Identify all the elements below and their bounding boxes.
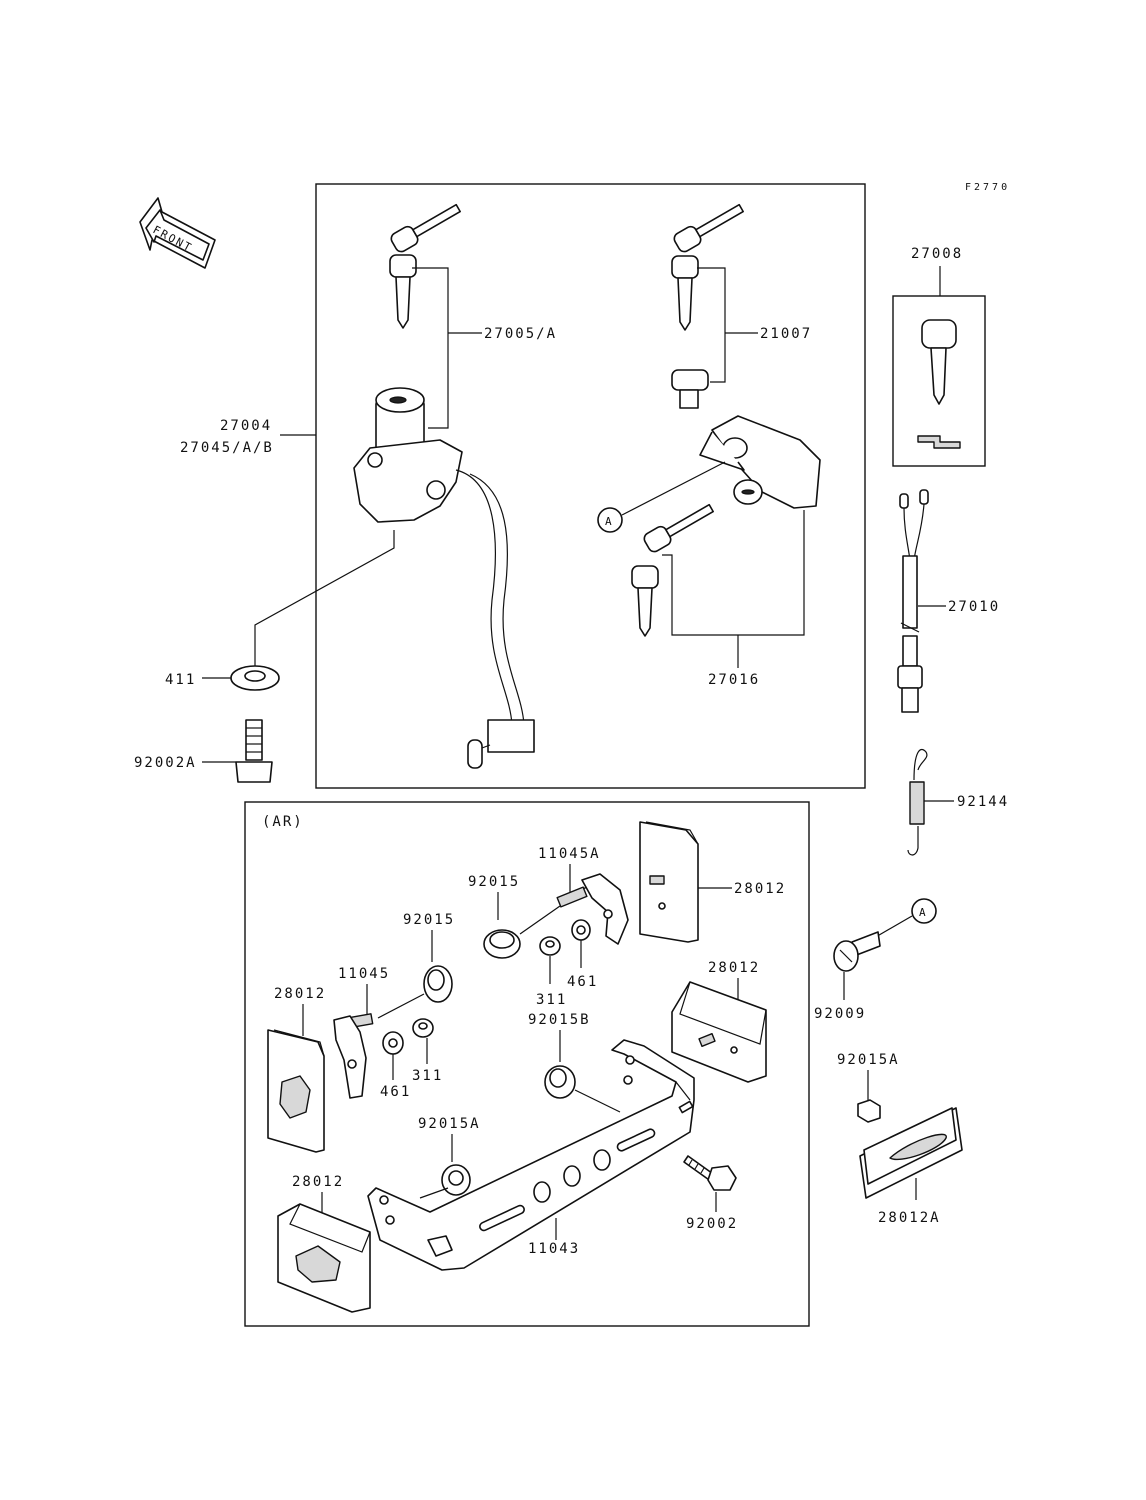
bracket-11045-icon	[333, 1013, 374, 1099]
front-arrow-icon: FRONT	[139, 197, 216, 269]
key-blank-27008-box	[892, 295, 986, 467]
label-27016: 27016	[708, 672, 760, 688]
figure-code: F2770	[965, 182, 1010, 193]
label-11045: 11045	[338, 966, 390, 982]
label-92002a: 92002A	[134, 755, 197, 771]
bracket-11043-icon	[367, 1039, 695, 1271]
label-311-b: 311	[412, 1068, 443, 1084]
label-28012-left: 28012	[274, 986, 326, 1002]
label-92009: 92009	[814, 1006, 866, 1022]
washer-461-a-icon	[571, 919, 591, 941]
washer-461-b-icon	[382, 1031, 404, 1055]
bolt-92002-icon	[683, 1155, 737, 1191]
nut-92015-a-icon	[483, 929, 521, 959]
label-461-a: 461	[567, 974, 598, 990]
screw-92009-icon	[833, 931, 881, 972]
label-28012-bottom: 28012	[292, 1174, 344, 1190]
nut-92015a-in-icon	[441, 1164, 471, 1196]
label-92015a-right: 92015A	[837, 1052, 900, 1068]
nut-92015a-right-icon	[857, 1099, 881, 1123]
nut-311-a-icon	[539, 936, 561, 956]
label-92015a-in: 92015A	[418, 1116, 481, 1132]
reflector-28012-left-icon	[267, 1029, 325, 1153]
ignition-switch-group-box	[315, 183, 866, 789]
key-set-27016-icon	[631, 503, 714, 637]
key-set-21007-icon	[671, 203, 744, 409]
reflector-28012-top-icon	[639, 821, 699, 943]
label-28012-top: 28012	[734, 881, 786, 897]
ar-reflector-group-box	[244, 801, 810, 1327]
bracket-11045a-icon	[556, 873, 629, 945]
ref-marker-a-right	[911, 898, 937, 924]
ref-marker-a-right-label: A	[919, 906, 928, 919]
label-11045a: 11045A	[538, 846, 601, 862]
label-28012a: 28012A	[878, 1210, 941, 1226]
reflector-28012a-icon	[859, 1107, 963, 1199]
label-411: 411	[165, 672, 196, 688]
label-21007: 21007	[760, 326, 812, 342]
nut-92015b-icon	[544, 1065, 576, 1099]
leader-411	[254, 530, 395, 668]
leader-27005	[412, 267, 449, 429]
nut-92015-b-icon	[423, 965, 453, 1003]
label-92015b: 92015B	[528, 1012, 591, 1028]
key-blank-27008-icon	[917, 319, 961, 449]
reflector-28012-mid-icon	[671, 981, 767, 1083]
label-311-a: 311	[536, 992, 567, 1008]
washer-411-icon	[230, 665, 280, 691]
label-27010: 27010	[948, 599, 1000, 615]
ref-marker-a-left-label: A	[605, 515, 614, 528]
ignition-switch-icon	[353, 387, 535, 769]
label-11043: 11043	[528, 1241, 580, 1257]
leader-27016	[662, 510, 805, 636]
nut-311-b-icon	[412, 1018, 434, 1038]
ref-marker-a-left	[597, 507, 623, 533]
label-92015-a: 92015	[468, 874, 520, 890]
label-92144: 92144	[957, 794, 1009, 810]
key-set-27005-icon	[389, 203, 461, 329]
reflector-28012-bottom-icon	[277, 1203, 371, 1313]
label-461-b: 461	[380, 1084, 411, 1100]
ar-label: (AR)	[262, 814, 304, 830]
label-27004: 27004	[220, 418, 272, 434]
label-27008: 27008	[911, 246, 963, 262]
label-28012-mid: 28012	[708, 960, 760, 976]
label-92002: 92002	[686, 1216, 738, 1232]
label-27045: 27045/A/B	[180, 440, 274, 456]
leader-21007	[697, 267, 726, 383]
label-27005: 27005/A	[484, 326, 557, 342]
bolt-92002a-icon	[235, 719, 273, 783]
label-92015-b: 92015	[403, 912, 455, 928]
spring-92144-icon	[907, 748, 928, 856]
switch-27010-icon	[897, 489, 929, 713]
helmet-lock-icon	[699, 415, 821, 509]
